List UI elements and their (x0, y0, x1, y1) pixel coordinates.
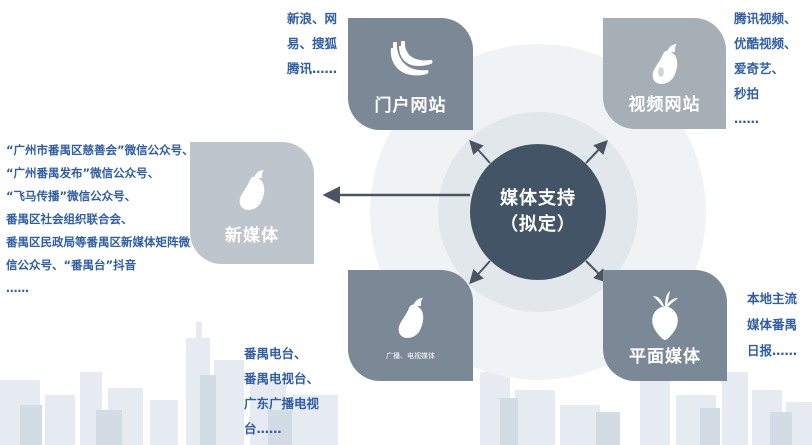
arrow-to-portal (469, 139, 491, 164)
note-line: 媒体番禺 (747, 317, 798, 332)
note-line: 腾讯视频、 (734, 11, 797, 26)
radish-icon (652, 291, 678, 340)
note-line: 台…… (244, 421, 282, 436)
note-line: 易、搜狐 (287, 36, 338, 51)
hub-title: 媒体支持 (500, 188, 576, 209)
note-line: 番禺区民政局等番禺区新媒体矩阵微 (6, 235, 190, 249)
hub-subtitle: （拟定） (500, 214, 576, 235)
note-line: 广东广播电视 (244, 396, 320, 411)
hub-media-support: 媒体支持 （拟定） (470, 144, 606, 280)
tile-label: 门户网站 (374, 96, 447, 116)
note-line: “飞马传播”微信公众号、 (6, 189, 137, 203)
eggplant-icon (239, 170, 265, 210)
note-line: 本地主流 (747, 291, 798, 306)
note-line: 番禺区社会组织联合会、 (6, 212, 133, 226)
tile-label: 平面媒体 (629, 347, 701, 367)
arrow-to-print (585, 260, 608, 283)
tile-video-websites: 视频网站 (603, 18, 726, 129)
tile-broadcast-tv-media: 广播、电视媒体 (348, 270, 473, 381)
note-line: 信公众号、“番禺台”抖音 (6, 258, 137, 272)
note-line: 新浪、网 (287, 11, 338, 26)
note-video-websites: 腾讯视频、 优酷视频、 爱奇艺、 秒拍 …… (734, 6, 797, 131)
note-portal-websites: 新浪、网 易、搜狐 腾讯…… (287, 6, 337, 81)
tile-print-media: 平面媒体 (603, 270, 727, 381)
note-line: …… (734, 111, 759, 126)
note-line: 优酷视频、 (734, 36, 797, 51)
arrow-to-broadcast (469, 260, 491, 285)
note-line: 日报…… (747, 343, 798, 358)
tile-new-media: 新媒体 (190, 142, 314, 264)
note-line: 秒拍 (734, 86, 760, 101)
tile-label: 广播、电视媒体 (386, 352, 435, 360)
arrow-to-video (585, 139, 608, 164)
tile-label: 视频网站 (628, 95, 701, 115)
note-line: 爱奇艺、 (734, 61, 785, 76)
tile-label: 新媒体 (225, 226, 279, 246)
note-print-media: 本地主流 媒体番禺 日报…… (747, 286, 797, 364)
note-line: “广州市番禺区慈善会”微信公众号、 (6, 143, 194, 157)
note-line: …… (6, 281, 29, 295)
eggplant-icon (398, 298, 423, 338)
note-line: 腾讯…… (287, 61, 338, 76)
banana-icon (390, 41, 432, 76)
note-broadcast-tv-media: 番禺电台、 番禺电视台、 广东广播电视 台…… (244, 341, 319, 441)
tile-portal-websites: 门户网站 (348, 18, 473, 130)
note-line: “广州番禺发布”微信公众号、 (6, 166, 160, 180)
note-line: 番禺电视台、 (244, 371, 320, 386)
eggplant-icon (652, 44, 677, 84)
note-line: 番禺电台、 (244, 346, 307, 361)
note-new-media: “广州市番禺区慈善会”微信公众号、 “广州番禺发布”微信公众号、 “飞马传播”微… (6, 139, 194, 300)
